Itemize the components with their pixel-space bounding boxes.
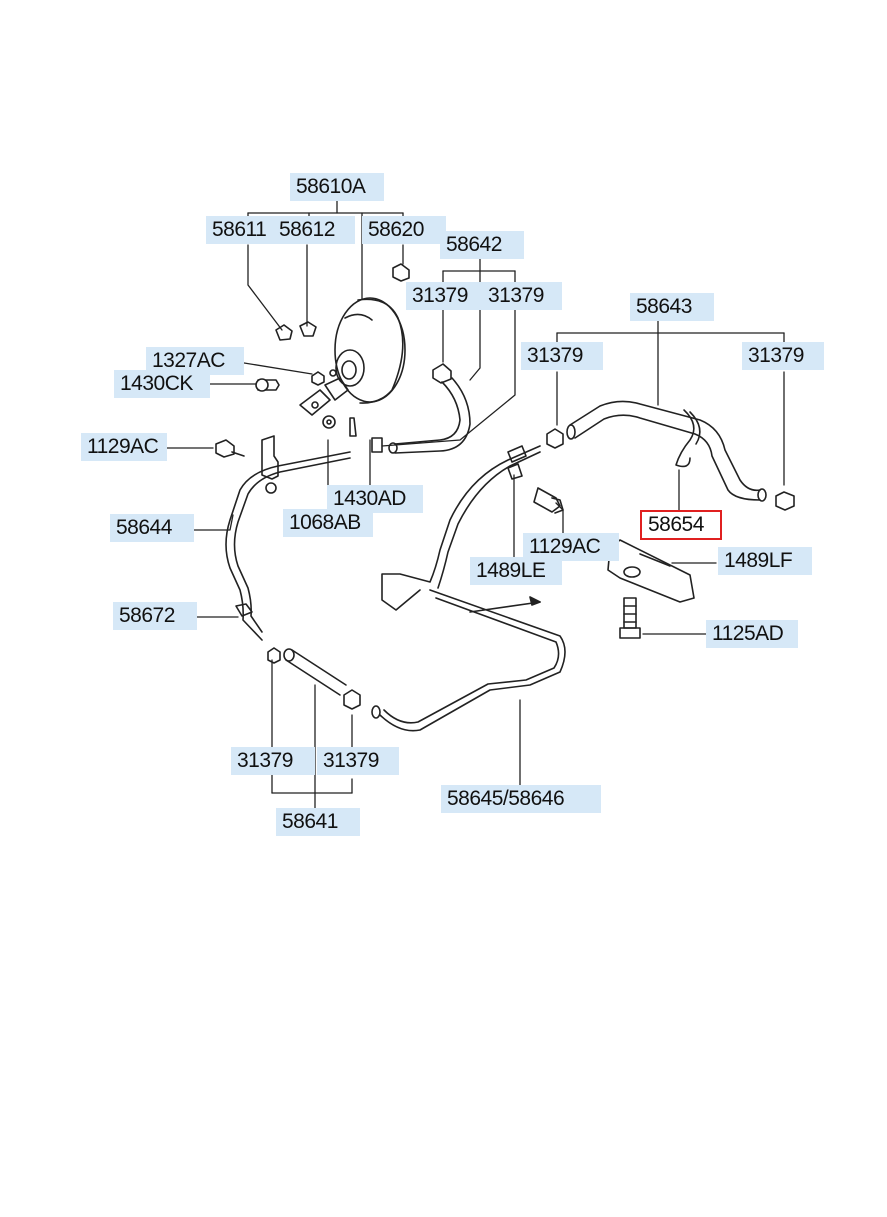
label-1430CK[interactable]: 1430CK [114,370,210,398]
label-58642[interactable]: 58642 [440,231,524,259]
label-1129AC-right[interactable]: 1129AC [523,533,619,561]
label-58620[interactable]: 58620 [362,216,446,244]
label-1489LE[interactable]: 1489LE [470,557,562,585]
booster-fittings [256,264,409,436]
label-1129AC-left[interactable]: 1129AC [81,433,167,461]
pipe-58645 [372,446,565,731]
label-31379-c[interactable]: 31379 [521,342,603,370]
label-31379-a[interactable]: 31379 [406,282,488,310]
label-58641[interactable]: 58641 [276,808,360,836]
label-31379-b[interactable]: 31379 [482,282,562,310]
label-58611[interactable]: 58611 [206,216,278,244]
label-58610A[interactable]: 58610A [290,173,384,201]
brake-booster [300,298,405,415]
label-58644[interactable]: 58644 [110,514,194,542]
label-58612[interactable]: 58612 [273,216,355,244]
label-1489LF[interactable]: 1489LF [718,547,812,575]
hoses [268,364,794,709]
label-31379-d[interactable]: 31379 [742,342,824,370]
label-58645-58646[interactable]: 58645/58646 [441,785,601,813]
label-58654[interactable]: 58654 [640,510,722,540]
bracket-1489LF [608,540,694,638]
pipe-58644 [216,436,350,640]
label-1125AD[interactable]: 1125AD [706,620,798,648]
label-58672[interactable]: 58672 [113,602,197,630]
label-31379-f[interactable]: 31379 [317,747,399,775]
label-1430AD[interactable]: 1430AD [327,485,423,513]
label-58643[interactable]: 58643 [630,293,714,321]
label-31379-e[interactable]: 31379 [231,747,315,775]
label-1068AB[interactable]: 1068AB [283,509,373,537]
